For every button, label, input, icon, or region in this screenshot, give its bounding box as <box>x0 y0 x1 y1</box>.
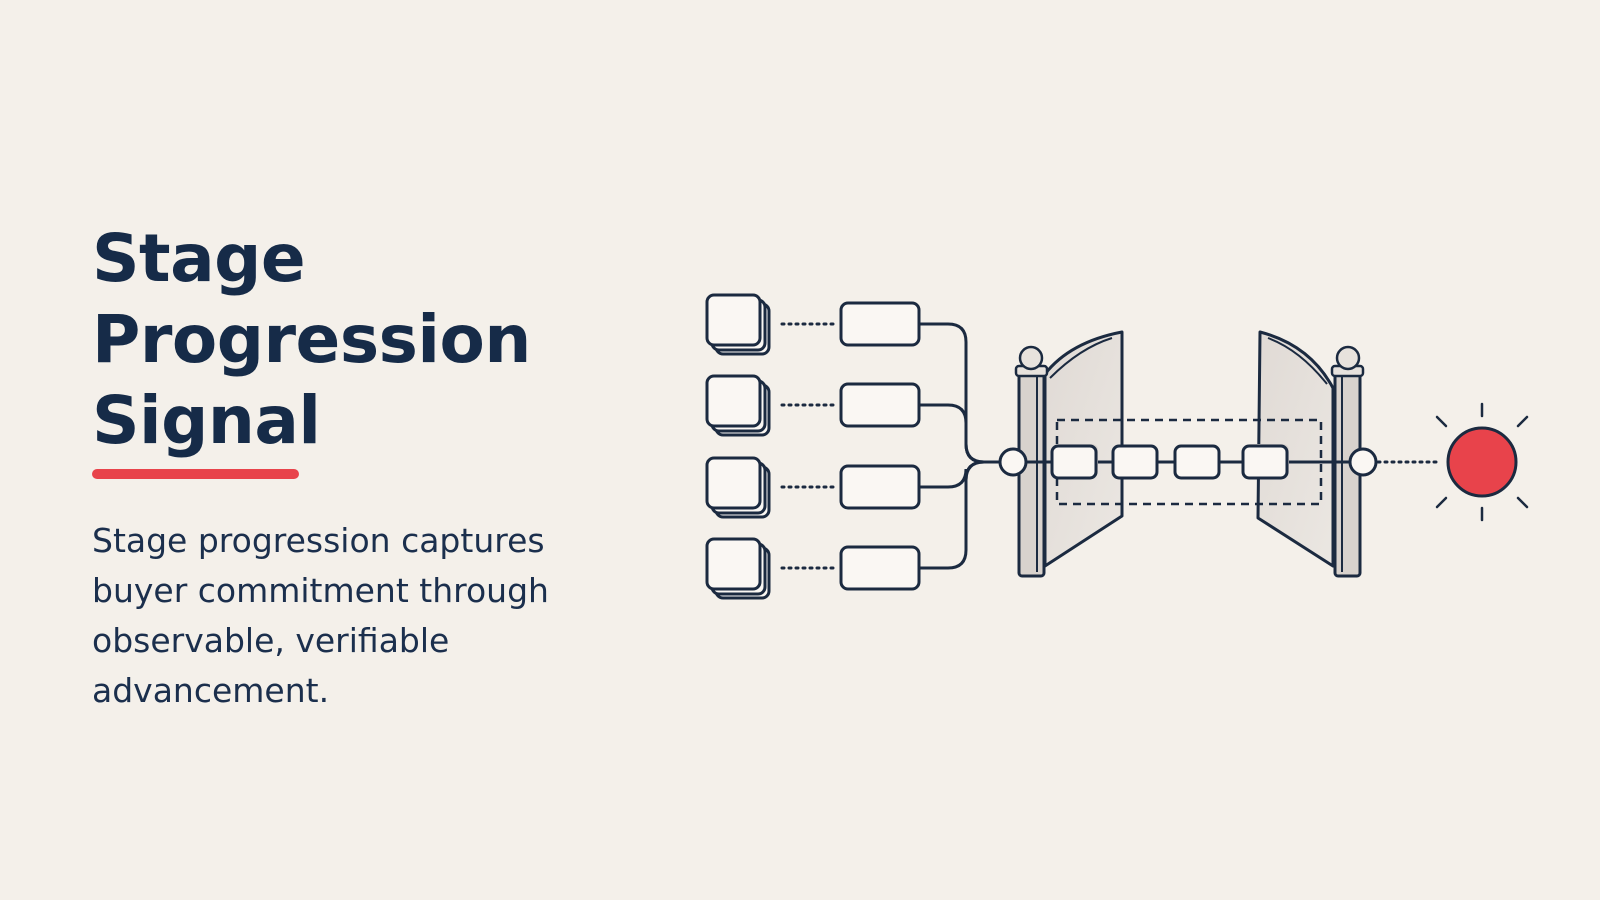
signal-indicator <box>1435 402 1529 522</box>
title-line-2: Progression <box>92 301 531 378</box>
connector-line <box>919 460 985 489</box>
description-line-4: advancement. <box>92 671 330 710</box>
signal-rays <box>1435 402 1529 522</box>
description-line-1: Stage progression captures <box>92 521 545 560</box>
stack-card-front <box>705 456 762 510</box>
gate-boxes <box>1050 444 1289 480</box>
input-stack <box>705 374 921 437</box>
input-stack <box>705 456 921 519</box>
gate-passage-zone <box>1055 418 1323 506</box>
left-gate-door-edge <box>1049 337 1113 379</box>
gate-box <box>1173 444 1221 480</box>
stage-connectors <box>919 322 1000 570</box>
gate-box <box>1111 444 1159 480</box>
entry-node <box>998 447 1028 477</box>
input-stack <box>705 293 921 356</box>
stage-box <box>839 301 921 347</box>
exit-node <box>1348 447 1378 477</box>
stack-card-front <box>705 537 762 591</box>
gate-box <box>1241 444 1289 480</box>
signal-ray-bottom-right <box>1516 496 1529 509</box>
stack-card-front <box>705 293 762 347</box>
signal-ray-top-left <box>1435 415 1448 428</box>
connector-line <box>919 322 1000 464</box>
title-accent-underline <box>92 469 299 479</box>
signal-ray-top-right <box>1516 415 1529 428</box>
right-gate-door <box>1256 330 1335 568</box>
title-line-3: Signal <box>92 382 321 459</box>
gate-box <box>1050 444 1098 480</box>
description-line-3: observable, verifiable <box>92 621 450 660</box>
stage-box <box>839 464 921 510</box>
right-gate-door-edge <box>1267 337 1328 385</box>
title-line-1: Stage <box>92 220 306 297</box>
input-stacks <box>705 293 921 600</box>
stage-box <box>839 545 921 591</box>
description-line-2: buyer commitment through <box>92 571 549 610</box>
left-gate-finial <box>1018 345 1044 371</box>
stack-card-front <box>705 374 762 428</box>
slide-description: Stage progression captures buyer commitm… <box>92 516 612 716</box>
slide-title: Stage Progression Signal <box>92 218 531 461</box>
right-gate <box>1256 330 1365 578</box>
stage-box <box>839 382 921 428</box>
signal-dot <box>1446 426 1518 498</box>
input-stack <box>705 537 921 600</box>
connector-line <box>919 403 985 464</box>
left-gate-pillar <box>1017 368 1046 578</box>
right-gate-finial <box>1335 345 1361 371</box>
signal-ray-bottom-left <box>1435 496 1448 509</box>
connector-line <box>919 460 985 570</box>
